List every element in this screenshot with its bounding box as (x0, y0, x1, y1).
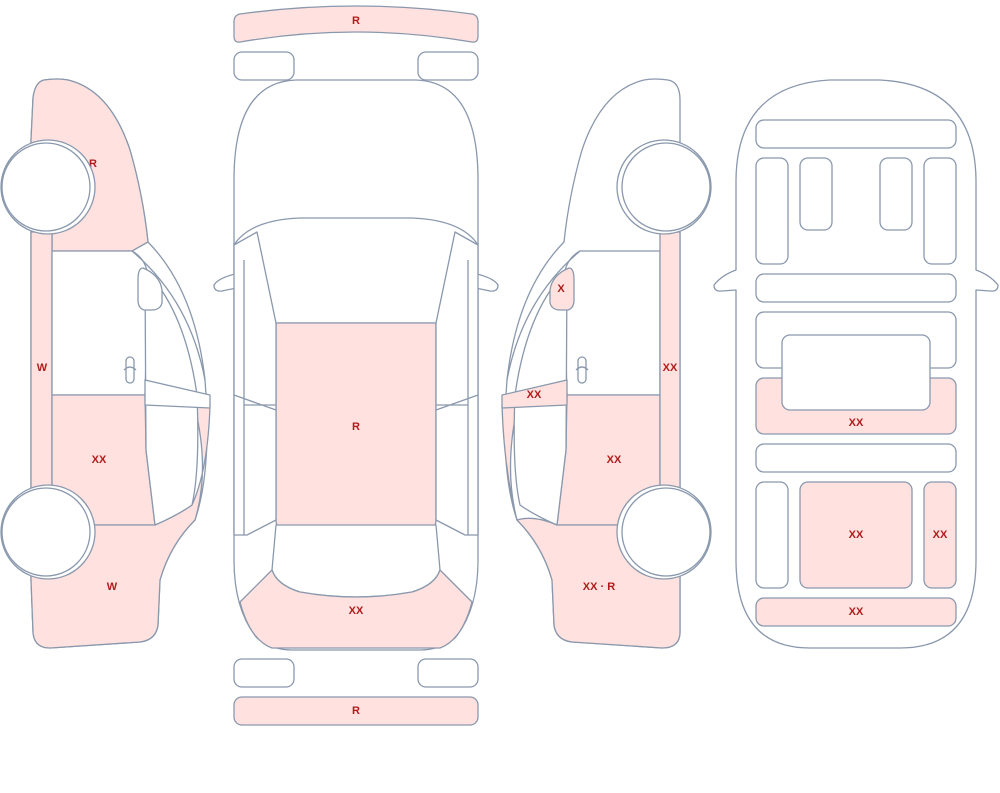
top-view: R XX (213, 79, 499, 651)
int-front-left-door-trim[interactable] (755, 157, 789, 265)
right-window-strip[interactable] (501, 379, 568, 409)
right-rear-quarter[interactable] (501, 404, 681, 649)
right-mirror[interactable] (549, 267, 575, 311)
top-left-b-pillar (233, 394, 277, 411)
left-door-handle[interactable] (125, 356, 135, 384)
right-window-strip-label: XX (527, 389, 542, 401)
front-bumper[interactable] (233, 5, 479, 43)
taillight-left[interactable] (233, 658, 295, 688)
rear-bumper-label: R (352, 705, 360, 717)
int-rear-seat-label: XX (849, 529, 864, 541)
int-dashboard[interactable] (755, 119, 957, 149)
right-rocker-label: XX (663, 362, 678, 374)
trunk-lid[interactable] (239, 569, 473, 649)
right-front-wheel[interactable] (621, 142, 711, 232)
left-a-pillar (131, 250, 206, 381)
front-bumper-label: R (352, 15, 360, 27)
left-mirror[interactable] (137, 267, 163, 311)
right-rear-wheel[interactable] (621, 487, 711, 577)
right-mirror-label: X (557, 283, 565, 295)
left-front-wheel[interactable] (1, 142, 91, 232)
int-headliner[interactable] (781, 334, 931, 411)
int-center-console[interactable] (755, 273, 957, 303)
int-front-left-seat[interactable] (799, 157, 833, 231)
headlight-right[interactable] (417, 51, 479, 81)
left-rear-wheel[interactable] (1, 487, 91, 577)
right-door-handle-grip (575, 366, 589, 371)
left-side-view: R W XX W (0, 78, 211, 649)
interior-view: XX XX XX XX (713, 79, 999, 649)
right-rear-quarter-label: XX · R (583, 581, 615, 593)
trunk-lid-label: XX (349, 605, 364, 617)
top-right-b-pillar (435, 394, 479, 411)
right-side-view: XX XX XX · R XX X (501, 78, 712, 649)
int-rear-left-trim[interactable] (755, 481, 789, 589)
rear-window[interactable] (271, 524, 441, 598)
int-rear-shelf[interactable] (755, 443, 957, 473)
rear-bumper-group: R (233, 658, 479, 726)
int-rear-right-trim-label: XX (933, 529, 948, 541)
right-rear-door-label: XX (607, 454, 622, 466)
left-rocker-label: W (37, 362, 48, 374)
left-front-fender-label: R (89, 158, 97, 170)
left-door-handle-grip (123, 366, 137, 371)
taillight-right[interactable] (417, 658, 479, 688)
rear-bumper[interactable] (233, 696, 479, 726)
int-floor-label: XX (849, 606, 864, 618)
int-front-right-door-trim[interactable] (923, 157, 957, 265)
int-rear-cargo-label: XX (849, 417, 864, 429)
right-door-handle[interactable] (577, 356, 587, 384)
left-rocker-panel[interactable] (30, 231, 53, 523)
headlight-left[interactable] (233, 51, 295, 81)
left-window-strip[interactable] (144, 379, 211, 409)
int-floor[interactable] (755, 597, 957, 627)
right-a-pillar (506, 250, 581, 381)
int-rear-seat[interactable] (799, 481, 913, 589)
right-rocker-panel[interactable] (659, 231, 681, 523)
roof-label: R (352, 421, 360, 433)
left-rear-door-label: XX (92, 454, 107, 466)
front-bumper-group: R (233, 5, 479, 81)
left-rear-quarter-label: W (107, 581, 118, 593)
int-front-right-seat[interactable] (879, 157, 913, 231)
int-rear-right-trim[interactable] (923, 481, 957, 589)
